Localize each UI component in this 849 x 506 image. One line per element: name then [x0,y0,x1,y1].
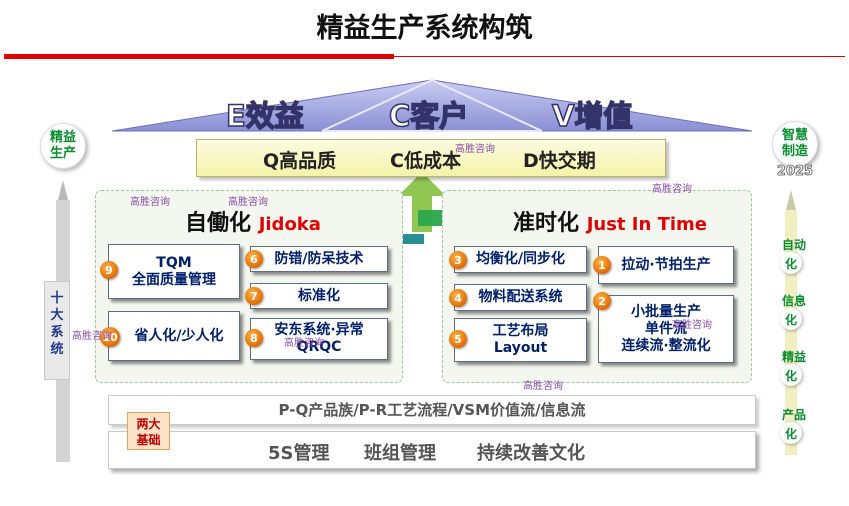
number-badge: 2 [593,292,611,310]
card-error-proofing: 防错/防呆技术 [250,246,388,272]
watermark: 高胜咨询 [228,197,268,208]
step-productization: 产品 [781,408,806,422]
number-badge: 5 [449,330,467,348]
banner-delivery: D快交期 [523,150,596,172]
watermark: 高胜咨询 [523,381,563,392]
jidoka-title: 自働化 Jidoka [185,211,321,236]
card-standardization: 标准化 [250,283,388,309]
smart-manufacturing-circle: 智慧制造 [772,121,818,167]
card-material-delivery: 物料配送系统 [454,284,587,311]
watermark: 高胜咨询 [672,320,712,331]
step-informatization: 信息 [781,294,806,308]
jit-title: 准时化 Just In Time [513,211,707,236]
card-manpower-saving: 省人化/少人化 [108,311,240,361]
step-automation-badge: 化 [780,252,802,274]
step-productization-badge: 化 [780,422,802,444]
watermark: 高胜咨询 [284,338,324,349]
roof-customer-label: C客户 [388,98,469,134]
foundation-flow-row: P-Q产品族/P-R工艺流程/VSM价值流/信息流 [108,395,756,425]
watermark: 高胜咨询 [130,197,170,208]
year-label: 2025 [776,164,814,180]
title-underline [4,54,845,59]
step-lean: 精益 [781,350,806,364]
number-badge: 8 [245,329,263,347]
number-badge: 9 [100,261,118,279]
roof-value-label: V增值 [551,98,633,134]
number-badge: 10 [100,327,120,347]
lean-production-circle: 精益生产 [40,123,86,169]
step-automation: 自动 [781,238,806,252]
number-badge: 4 [449,289,467,307]
watermark: 高胜咨询 [455,144,495,155]
number-badge: 6 [245,250,263,268]
qcd-banner: Q高品质 C低成本 D快交期 [196,139,666,177]
banner-quality: Q高品质 [263,150,337,172]
number-badge: 1 [593,256,611,274]
card-small-batch: 小批量生产 单件流 连续流·整流化 [598,295,734,363]
step-informatization-badge: 化 [780,308,802,330]
foundation-culture-row: 5S管理 班组管理 持续改善文化 [108,431,756,469]
step-lean-badge: 化 [780,364,802,386]
card-pull-takt: 拉动·节拍生产 [598,246,734,284]
page-title: 精益生产系统构筑 [316,13,533,44]
watermark: 高胜咨询 [652,184,692,195]
card-leveling: 均衡化/同步化 [454,246,587,273]
number-badge: 7 [245,287,263,305]
two-foundations-label: 两大基础 [127,412,170,450]
banner-cost: C低成本 [390,150,461,172]
number-badge: 3 [449,251,467,269]
roof-benefit-label: E效益 [225,98,304,134]
watermark: 高胜咨询 [72,331,112,342]
ten-systems-label: 十大 系统 [44,281,70,380]
